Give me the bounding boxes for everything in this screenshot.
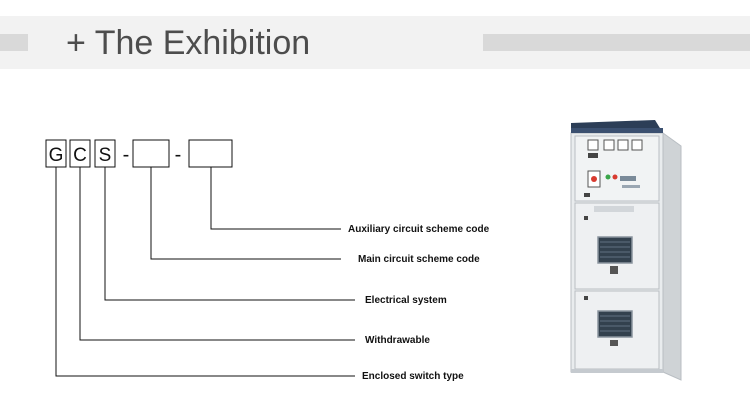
header-accent-right bbox=[483, 34, 750, 51]
leader-line-electrical bbox=[104, 167, 355, 301]
leader-line-auxiliary bbox=[210, 167, 341, 230]
leader-line-withdrawable bbox=[79, 167, 355, 341]
header-accent-left bbox=[0, 34, 28, 51]
code-letter-s: S bbox=[99, 145, 112, 166]
code-box-s: S bbox=[94, 139, 116, 168]
code-separator-2: - bbox=[175, 144, 182, 166]
main-scheme-box bbox=[132, 139, 170, 168]
label-auxiliary: Auxiliary circuit scheme code bbox=[348, 224, 490, 235]
code-separator-1: - bbox=[123, 144, 130, 166]
label-main: Main circuit scheme code bbox=[358, 254, 480, 265]
code-letter-c: C bbox=[73, 145, 87, 166]
code-letter-g: G bbox=[49, 145, 64, 166]
label-withdrawable: Withdrawable bbox=[365, 335, 430, 346]
label-enclosed: Enclosed switch type bbox=[362, 371, 464, 382]
leader-line-enclosed bbox=[55, 167, 355, 377]
leader-line-main bbox=[150, 167, 341, 260]
auxiliary-scheme-box bbox=[188, 139, 233, 168]
code-box-c: C bbox=[69, 139, 91, 168]
label-electrical: Electrical system bbox=[365, 295, 447, 306]
page-title: + The Exhibition bbox=[66, 24, 311, 62]
switchgear-cabinet-image bbox=[570, 120, 682, 381]
code-box-g: G bbox=[45, 139, 67, 168]
